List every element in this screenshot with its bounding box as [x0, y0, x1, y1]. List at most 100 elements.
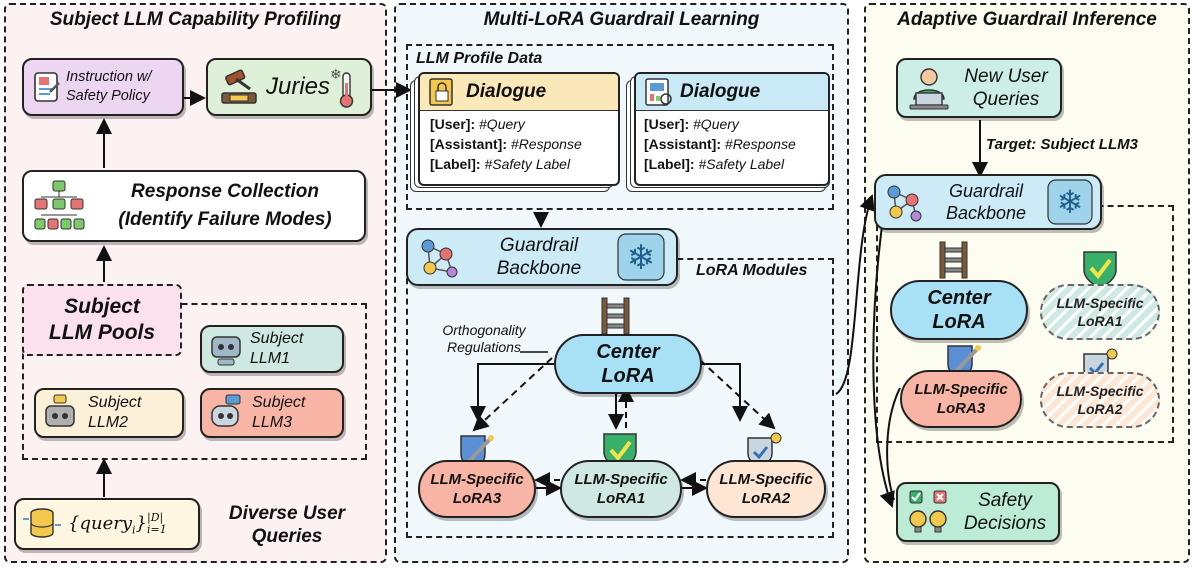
backbone-line2: Backbone — [496, 258, 582, 279]
response-collection-title: Response Collection — [131, 181, 319, 202]
failure-tree-icon — [34, 180, 85, 230]
query-superscript: |D| — [146, 510, 164, 524]
middle-panel-title: Multi-LoRA Guardrail Learning — [483, 9, 760, 30]
safety-line2: Decisions — [963, 513, 1047, 534]
subject-llm3-box: Subject LLM3 — [200, 388, 344, 438]
assistant-value: #Response — [724, 136, 796, 152]
right-panel-title: Adaptive Guardrail Inference — [897, 9, 1157, 30]
lora2-label: LoRA2 — [741, 490, 791, 507]
llm1-line2: LLM1 — [250, 350, 291, 367]
center-lora-line1: Center — [596, 341, 660, 363]
instruction-box: Instruction w/ Safety Policy — [22, 58, 184, 116]
llm2-line2: LLM2 — [88, 414, 129, 431]
svg-text:❄: ❄ — [627, 239, 656, 277]
orthogonality-label: Orthogonality Regulations — [418, 322, 550, 356]
llm-pools-line1: Subject — [64, 295, 140, 318]
center-lora-middle: Center LoRA — [554, 334, 702, 394]
left-panel-title: Subject LLM Capability Profiling — [49, 9, 342, 30]
instruction-label: Instruction w/ Safety Policy — [66, 69, 152, 104]
specific-lora3-middle: LLM-Specific LoRA3 — [418, 460, 536, 518]
locked-document-icon — [429, 78, 453, 106]
thermometer-icon: ❄ — [330, 66, 354, 108]
dialogue-title: Dialogue — [466, 81, 547, 102]
svg-text:❄: ❄ — [330, 66, 342, 82]
gavel-icon — [221, 69, 257, 104]
lora3-label: LoRA3 — [452, 490, 502, 507]
lora2-label: LoRA2 — [1077, 401, 1123, 417]
ladder-icon — [601, 297, 630, 335]
policy-document-icon — [34, 72, 60, 102]
user-query-box: {queryi}|D|i=1 — [14, 498, 200, 550]
robot-icon — [45, 394, 75, 427]
label-value: #Safety Label — [698, 156, 785, 172]
user-value: #Query — [693, 116, 739, 132]
orthogonality-line2: Regulations — [447, 339, 521, 355]
assistant-key: [Assistant]: — [430, 136, 508, 152]
assistant-value: #Response — [510, 136, 582, 152]
lora1-label: LoRA1 — [1077, 313, 1123, 329]
new-user-queries-box: New User Queries — [896, 58, 1062, 118]
profile-data-label: LLM Profile Data — [416, 50, 543, 67]
orthogonality-line1: Orthogonality — [442, 322, 526, 338]
backbone-line1: Guardrail — [499, 235, 579, 256]
llm-pools-box: Subject LLM Pools — [22, 284, 182, 356]
robot-icon — [211, 394, 241, 427]
center-lora-line2: LoRA — [601, 365, 655, 387]
safety-decisions-box: Safety Decisions — [896, 482, 1060, 542]
user-laptop-icon — [909, 68, 949, 110]
new-queries-line1: New User — [964, 66, 1048, 87]
subject-llm1-box: Subject LLM1 — [200, 325, 344, 373]
llm-pools-region — [22, 303, 367, 460]
lora3-label: LoRA3 — [936, 400, 986, 417]
robot-icon — [211, 336, 241, 366]
subject-llm2-box: Subject LLM2 — [34, 388, 184, 438]
guardrail-backbone-right: Guardrail Backbone ❄ — [874, 174, 1102, 230]
center-lora-right: Center LoRA — [890, 280, 1028, 340]
network-icon — [887, 185, 922, 222]
specific-lora1-middle: LLM-Specific LoRA1 — [560, 460, 682, 518]
center-lora-line2: LoRA — [932, 311, 986, 333]
label-key: [Label]: — [644, 156, 695, 172]
report-document-icon — [645, 78, 672, 106]
user-key: [User]: — [644, 116, 690, 132]
spec-prefix: LLM-Specific — [914, 381, 1008, 398]
svg-text:❄: ❄ — [1057, 184, 1084, 220]
spec-prefix: LLM-Specific — [1056, 295, 1144, 311]
specific-lora1-right: LLM-Specific LoRA1 — [1040, 284, 1160, 340]
label-value: #Safety Label — [484, 156, 571, 172]
assistant-key: [Assistant]: — [644, 136, 722, 152]
spec-prefix: LLM-Specific — [430, 471, 524, 488]
response-collection-box: Response Collection (Identify Failure Mo… — [22, 170, 366, 242]
snowflake-icon: ❄ — [617, 233, 665, 281]
guardrail-backbone-middle: Guardrail Backbone ❄ — [406, 228, 678, 286]
lora-modules-label: LoRA Modules — [696, 262, 808, 279]
decision-lightbulb-icon — [909, 490, 947, 533]
user-key: [User]: — [430, 116, 476, 132]
new-queries-line2: Queries — [972, 89, 1040, 110]
profile-data-region — [406, 44, 834, 210]
network-icon — [421, 239, 458, 278]
diverse-queries-label: Diverse User Queries — [212, 502, 362, 548]
llm2-line1: Subject — [88, 394, 142, 411]
llm1-line1: Subject — [250, 330, 304, 347]
diverse-queries-line2: Queries — [251, 526, 323, 547]
llm3-line2: LLM3 — [252, 414, 293, 431]
shield-check-icon — [1083, 251, 1117, 289]
ladder-icon — [939, 241, 968, 279]
query-lower: i=1 — [146, 522, 167, 536]
juries-label: Juries — [266, 73, 331, 100]
specific-lora3-right: LLM-Specific LoRA3 — [900, 370, 1022, 428]
llm3-line1: Subject — [252, 394, 306, 411]
query-formula: {query — [68, 512, 132, 534]
lora1-label: LoRA1 — [596, 490, 646, 507]
spec-prefix: LLM-Specific — [1056, 383, 1144, 399]
juries-box: Juries ❄ — [206, 58, 372, 116]
backbone-line1: Guardrail — [948, 181, 1024, 201]
query-subscript: i — [132, 523, 136, 537]
snowflake-icon: ❄ — [1047, 179, 1093, 225]
specific-lora2-middle: LLM-Specific LoRA2 — [706, 460, 826, 518]
spec-prefix: LLM-Specific — [719, 471, 813, 488]
dialogue-card-2: Dialogue [User]: #Query [Assistant]: #Re… — [626, 72, 838, 196]
safety-line1: Safety — [978, 490, 1032, 511]
